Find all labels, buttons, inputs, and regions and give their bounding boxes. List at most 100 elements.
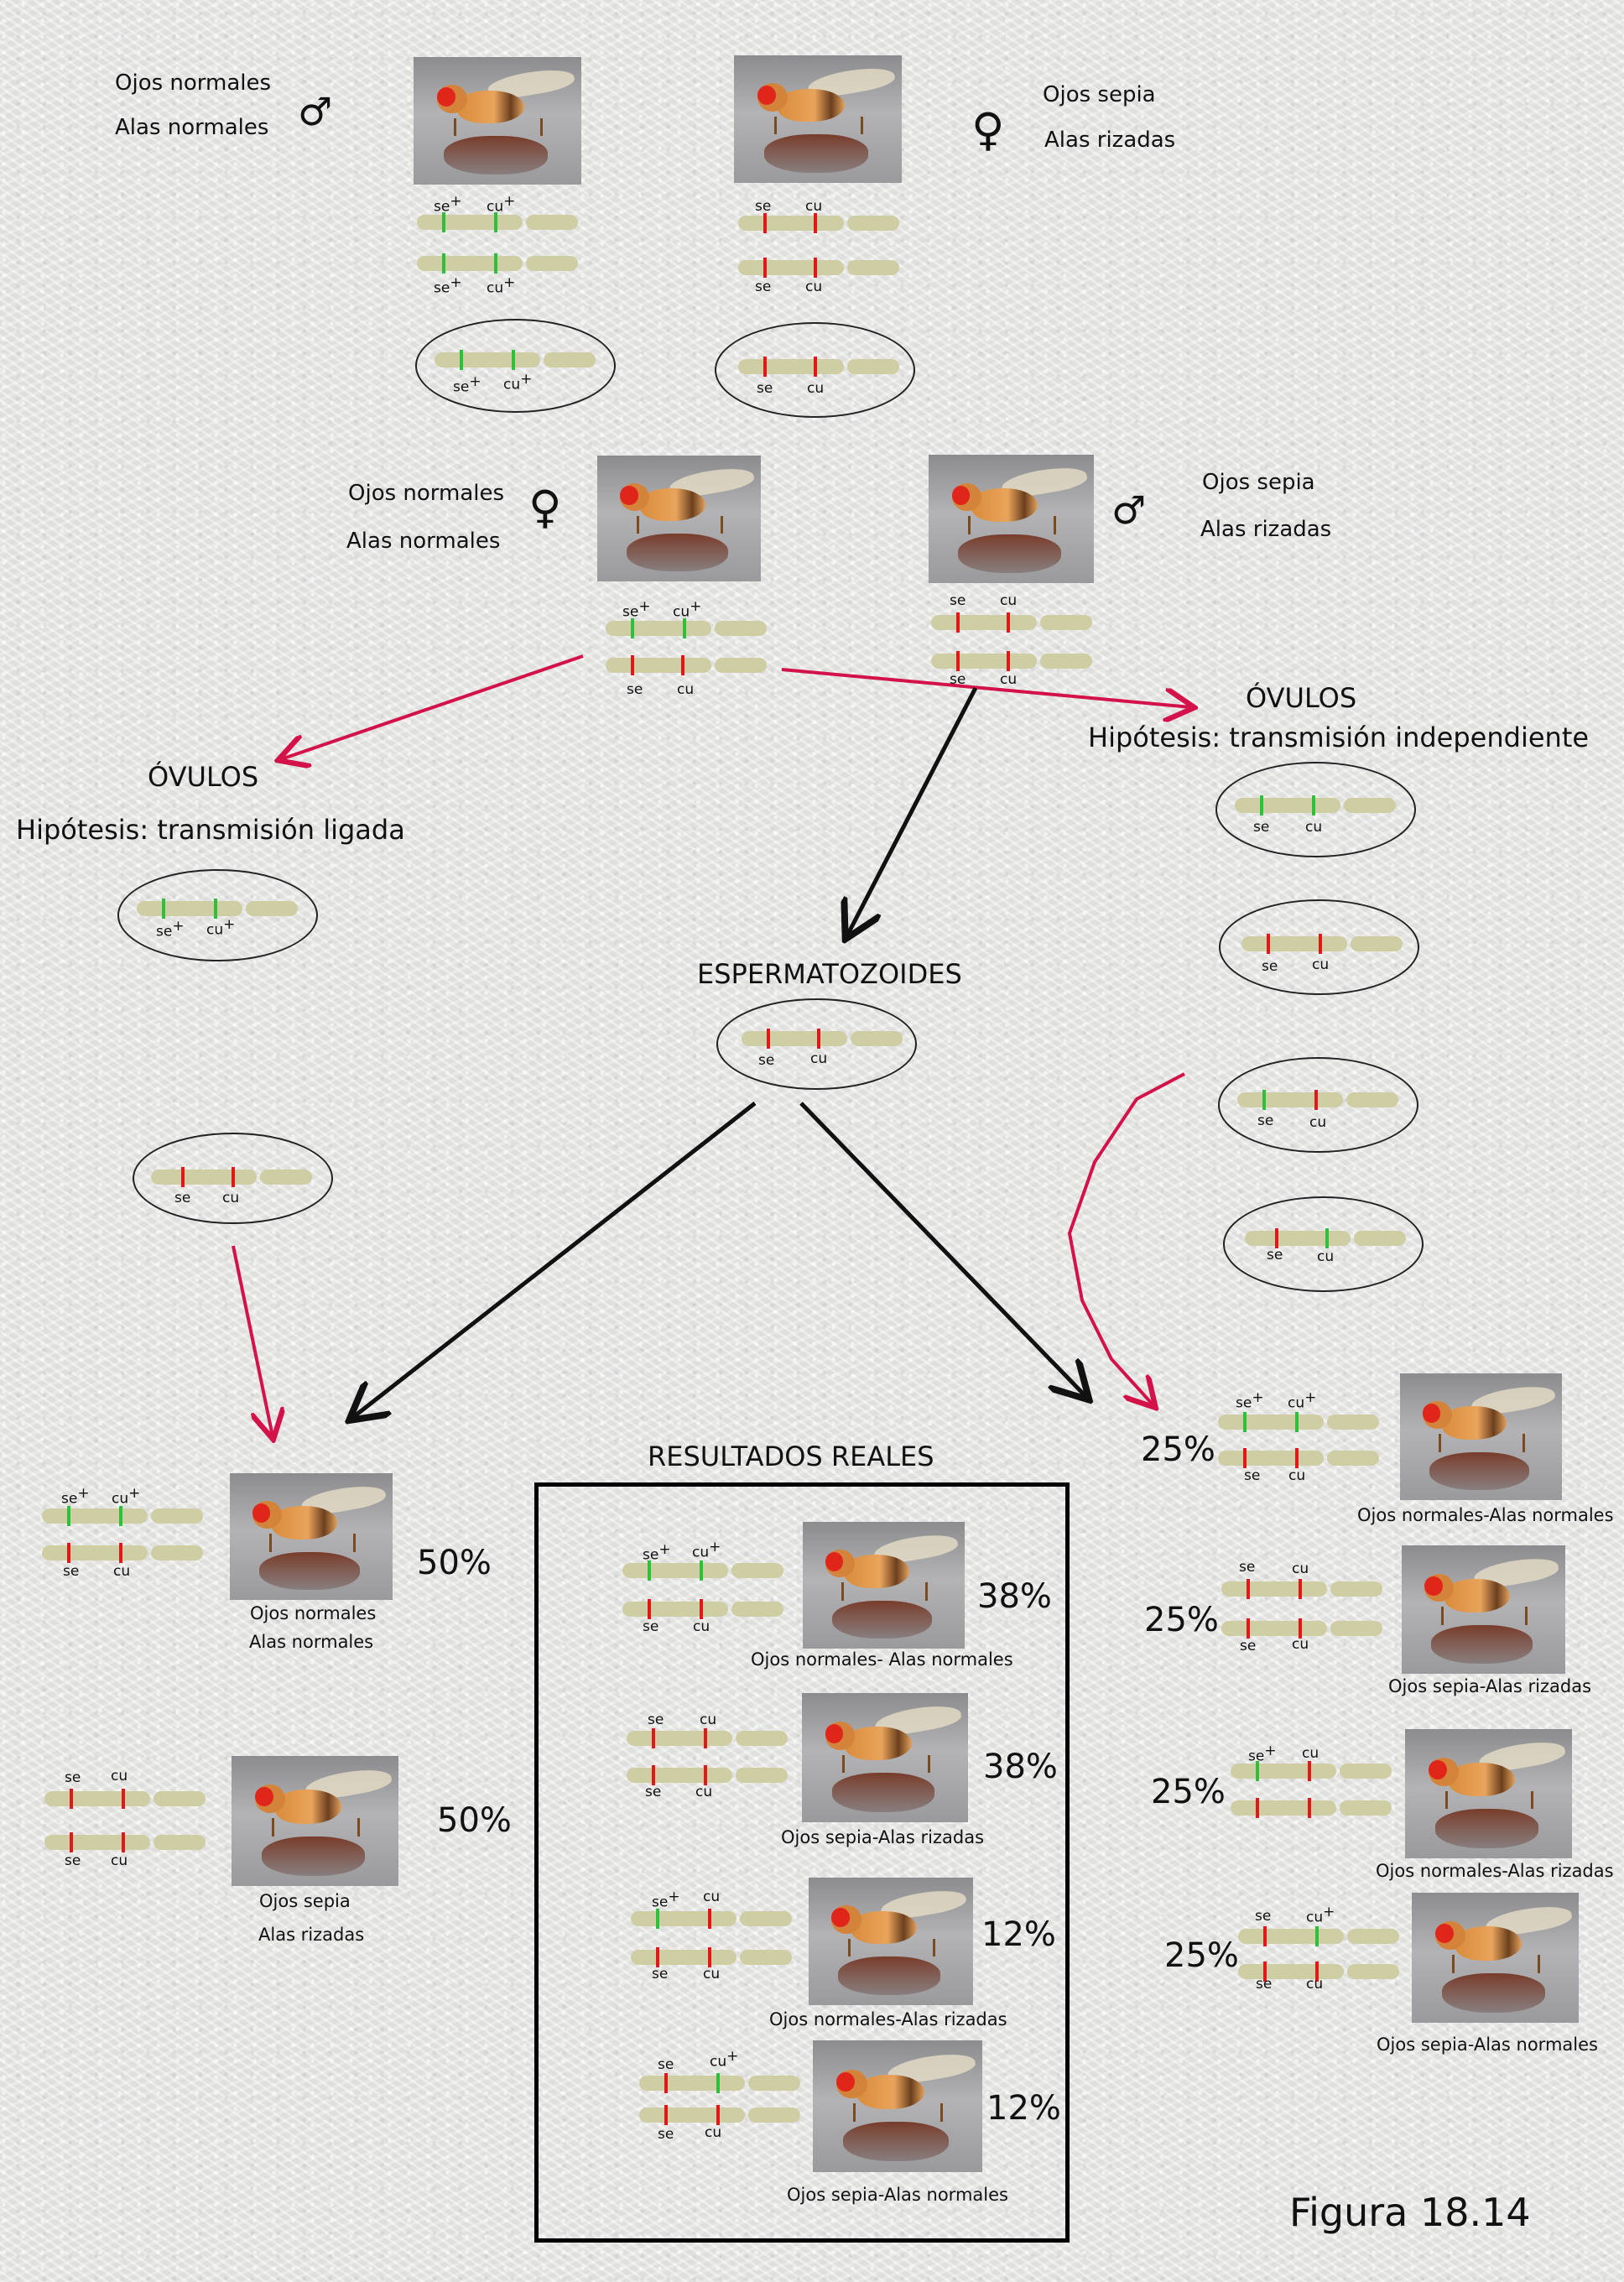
linked-mutant-caption-wings: Alas rizadas bbox=[258, 1925, 365, 1945]
chromosome bbox=[44, 1832, 206, 1852]
allele-label: se bbox=[658, 2126, 674, 2143]
chromosome bbox=[622, 1560, 783, 1581]
allele-label: cu bbox=[111, 1852, 128, 1869]
chromosome bbox=[1237, 1090, 1398, 1110]
allele-label: cu+ bbox=[692, 1539, 721, 1561]
allele-label: cu bbox=[703, 1966, 721, 1982]
allele-label: cu bbox=[113, 1563, 131, 1580]
chromosome bbox=[627, 1765, 788, 1785]
allele-label: se+ bbox=[622, 598, 651, 621]
allele-label: cu bbox=[1305, 819, 1323, 836]
chromosome bbox=[738, 213, 899, 233]
tester-wings-label: Alas rizadas bbox=[1200, 517, 1332, 542]
allele-label: se+ bbox=[434, 193, 462, 216]
allele-label: cu bbox=[1000, 671, 1018, 688]
f1-female-eyes-label: Ojos normales bbox=[348, 481, 505, 506]
allele-label: se bbox=[755, 279, 772, 295]
fly-photo-real-1 bbox=[803, 1522, 965, 1649]
chromosome bbox=[44, 1789, 206, 1809]
allele-label: cu+ bbox=[1306, 1904, 1335, 1926]
fly-photo-indep-3 bbox=[1405, 1729, 1572, 1858]
allele-label: cu bbox=[807, 380, 825, 397]
chromosome bbox=[931, 612, 1092, 633]
indep-pct-2: 25% bbox=[1144, 1601, 1219, 1639]
allele-label: cu+ bbox=[487, 274, 516, 297]
chromosome bbox=[622, 1599, 783, 1619]
allele-label: cu bbox=[1302, 1745, 1320, 1762]
allele-label: cu bbox=[810, 1050, 828, 1067]
fly-photo-indep-1 bbox=[1400, 1373, 1562, 1500]
female-symbol: ♀ bbox=[528, 481, 562, 534]
p-female-wings-label: Alas rizadas bbox=[1044, 128, 1176, 153]
allele-label: cu bbox=[700, 1712, 717, 1728]
male-symbol: ♂ bbox=[1111, 487, 1147, 533]
allele-label: cu+ bbox=[673, 598, 702, 621]
arrow-ovulos-right bbox=[1067, 1072, 1185, 1405]
linked-pct-mutant: 50% bbox=[437, 1801, 512, 1840]
allele-label: se+ bbox=[643, 1541, 671, 1564]
chromosome bbox=[639, 2105, 800, 2125]
allele-label: cu bbox=[1312, 956, 1330, 973]
allele-label: se bbox=[648, 1712, 664, 1728]
chromosome bbox=[1231, 1798, 1392, 1818]
fly-photo-wild bbox=[414, 57, 581, 185]
arrow-to-ovulos-ligada bbox=[281, 654, 584, 759]
chromosome bbox=[631, 1947, 792, 1967]
real-results-box bbox=[534, 1482, 1070, 2243]
chromosome bbox=[738, 258, 899, 278]
chromosome bbox=[42, 1506, 203, 1526]
allele-label: cu bbox=[705, 2124, 722, 2141]
chromosome bbox=[1218, 1448, 1379, 1468]
chromosome bbox=[1238, 1962, 1399, 1982]
chromosome bbox=[1245, 1228, 1406, 1248]
ovulos-ligada-title: ÓVULOS bbox=[148, 761, 259, 793]
fly-photo-f1-female bbox=[597, 456, 761, 581]
gamete-oval bbox=[715, 322, 915, 418]
chromosome bbox=[417, 212, 578, 232]
fly-photo-indep-4 bbox=[1412, 1893, 1579, 2023]
indep-caption-4: Ojos sepia-Alas normales bbox=[1377, 2035, 1598, 2055]
chromosome bbox=[931, 651, 1092, 671]
chromosome bbox=[742, 1029, 903, 1049]
chromosome bbox=[1241, 934, 1403, 954]
male-symbol: ♂ bbox=[298, 89, 333, 134]
ovulos-indep-title: ÓVULOS bbox=[1246, 682, 1357, 714]
allele-label: se bbox=[65, 1769, 81, 1786]
allele-label: se+ bbox=[61, 1485, 90, 1508]
real-pct-3: 12% bbox=[981, 1915, 1056, 1954]
fly-photo-tester-male bbox=[929, 455, 1094, 583]
allele-label: se bbox=[174, 1190, 191, 1206]
real-pct-4: 12% bbox=[986, 2089, 1061, 2128]
chromosome bbox=[42, 1543, 203, 1563]
allele-label: se bbox=[658, 2056, 674, 2073]
allele-label: cu bbox=[1306, 1976, 1324, 1993]
chromosome bbox=[1231, 1761, 1392, 1781]
allele-label: cu+ bbox=[1288, 1389, 1317, 1412]
allele-label: se bbox=[1240, 1638, 1257, 1654]
allele-label: cu bbox=[677, 681, 695, 698]
tester-eyes-label: Ojos sepia bbox=[1202, 470, 1315, 495]
indep-caption-3: Ojos normales-Alas rizadas bbox=[1376, 1861, 1614, 1881]
linked-caption-wings: Alas normales bbox=[249, 1632, 374, 1652]
gamete-oval bbox=[415, 319, 616, 413]
allele-label: cu+ bbox=[206, 916, 236, 939]
linked-pct-normal: 50% bbox=[417, 1544, 492, 1582]
chromosome bbox=[606, 655, 767, 675]
female-symbol: ♀ bbox=[971, 103, 1005, 156]
arrow-ovulo-left bbox=[232, 1245, 273, 1436]
allele-label: cu+ bbox=[503, 371, 533, 393]
real-pct-2: 38% bbox=[983, 1748, 1058, 1786]
allele-label: se bbox=[1253, 819, 1270, 836]
chromosome bbox=[639, 2073, 800, 2093]
arrow-sperm-right bbox=[799, 1102, 1086, 1397]
allele-label: se bbox=[1267, 1247, 1283, 1263]
chromosome bbox=[1235, 795, 1396, 815]
fly-photo-real-3 bbox=[809, 1878, 973, 2005]
allele-label: se bbox=[1239, 1559, 1256, 1576]
allele-label: se bbox=[1244, 1467, 1261, 1484]
chromosome bbox=[151, 1167, 312, 1187]
allele-label: cu bbox=[1000, 592, 1018, 609]
gamete-oval bbox=[1218, 1057, 1418, 1153]
gamete-oval bbox=[1215, 762, 1416, 857]
